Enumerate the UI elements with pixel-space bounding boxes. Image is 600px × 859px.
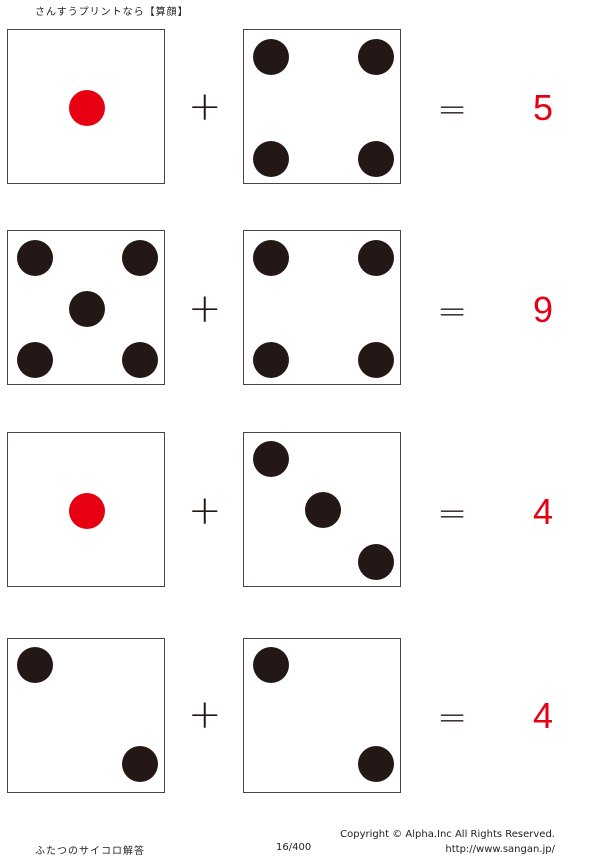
answer-value: 5 — [532, 87, 554, 128]
pip-icon — [17, 342, 53, 378]
site-url-link[interactable]: http://www.sangan.jp/ — [445, 844, 555, 855]
pip-icon — [69, 90, 105, 126]
pip-icon — [358, 746, 394, 782]
pip-icon — [358, 141, 394, 177]
equals-sign: = — [437, 493, 468, 534]
die-left-4 — [7, 638, 165, 793]
pip-icon — [122, 240, 158, 276]
answer-value: 4 — [532, 695, 554, 736]
pip-icon — [253, 441, 289, 477]
pip-icon — [253, 647, 289, 683]
die-right-2 — [243, 230, 401, 385]
site-header-title: さんすうプリントなら【算顔】 — [35, 7, 189, 18]
pip-icon — [305, 492, 341, 528]
die-left-2 — [7, 230, 165, 385]
pip-icon — [358, 240, 394, 276]
answer-value: 9 — [532, 289, 554, 330]
pip-icon — [253, 342, 289, 378]
die-right-3 — [243, 432, 401, 587]
pip-icon — [358, 39, 394, 75]
die-left-3 — [7, 432, 165, 587]
pip-icon — [358, 544, 394, 580]
pip-icon — [358, 342, 394, 378]
answer-value: 4 — [532, 491, 554, 532]
die-right-1 — [243, 29, 401, 184]
pip-icon — [253, 39, 289, 75]
pip-icon — [122, 342, 158, 378]
pip-icon — [253, 141, 289, 177]
plus-sign: + — [188, 286, 222, 332]
plus-sign: + — [188, 84, 222, 130]
pip-icon — [253, 240, 289, 276]
die-right-4 — [243, 638, 401, 793]
pip-icon — [122, 746, 158, 782]
equals-sign: = — [437, 697, 468, 738]
plus-sign: + — [188, 692, 222, 738]
plus-sign: + — [188, 488, 222, 534]
equals-sign: = — [437, 89, 468, 130]
copyright-text: Copyright © Alpha.Inc All Rights Reserve… — [340, 829, 555, 840]
pip-icon — [17, 647, 53, 683]
worksheet-title: ふたつのサイコロ解答 — [35, 846, 145, 857]
die-left-1 — [7, 29, 165, 184]
pip-icon — [69, 291, 105, 327]
page-number: 16/400 — [276, 842, 312, 853]
equals-sign: = — [437, 291, 468, 332]
pip-icon — [69, 493, 105, 529]
pip-icon — [17, 240, 53, 276]
